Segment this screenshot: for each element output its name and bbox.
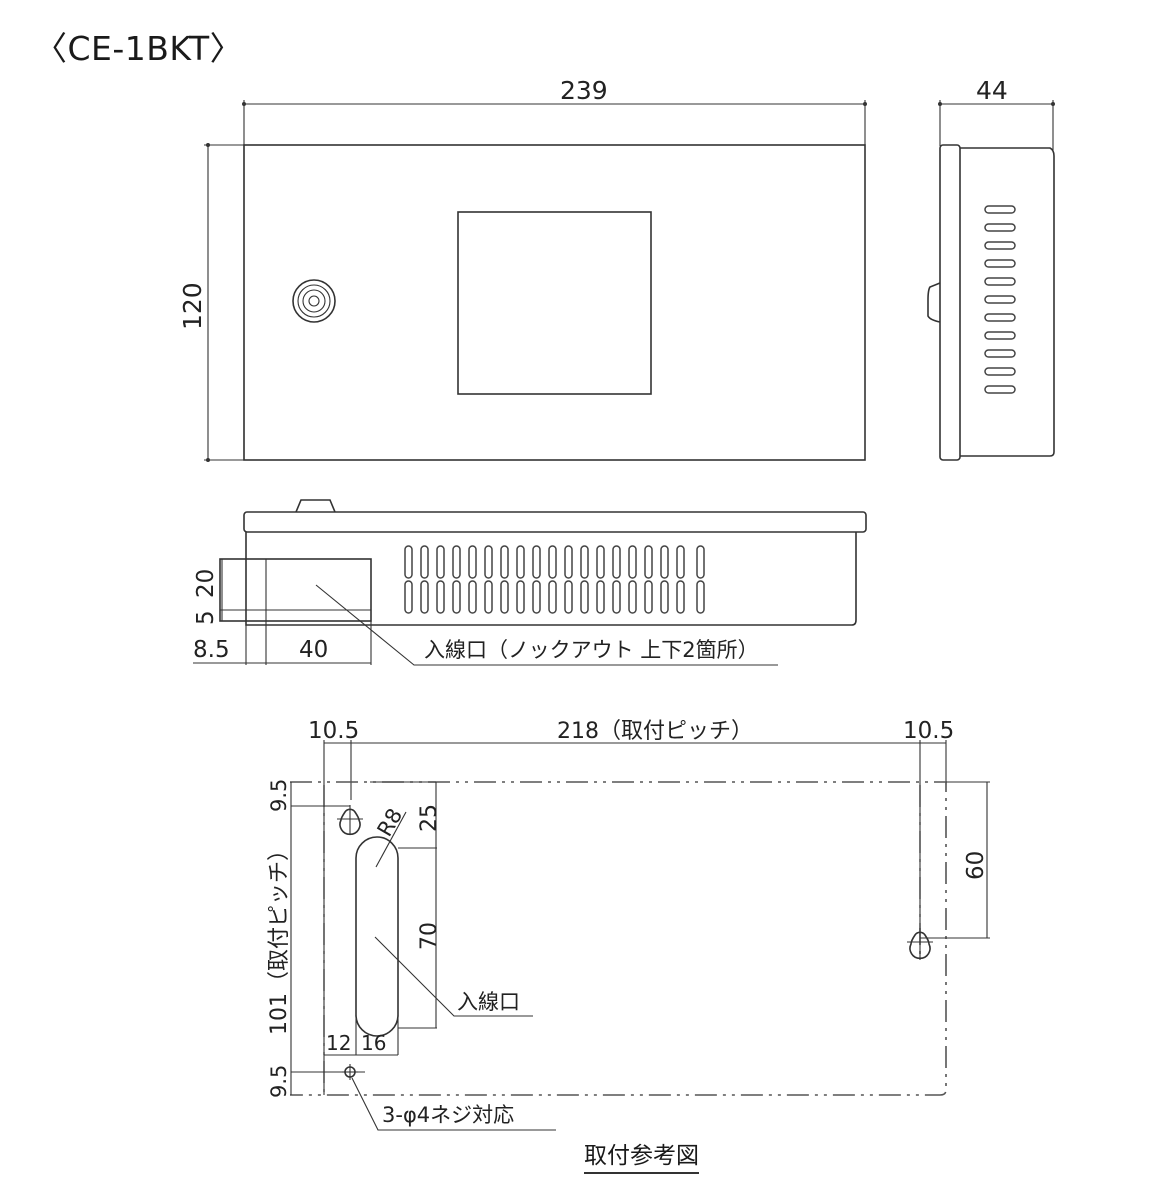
right-margin-label: 10.5 [903, 718, 954, 744]
lock-protrusion [927, 282, 941, 323]
bottom-margin-label: 9.5 [267, 1065, 291, 1098]
screw-leader [351, 1077, 556, 1131]
slot-length-label: 70 [417, 922, 442, 950]
slot-width-label: 16 [361, 1031, 386, 1055]
key-lock-icon [292, 279, 336, 323]
slot-left-offset-label: 12 [326, 1031, 351, 1055]
knockout-leader [315, 584, 778, 666]
bottom-vent-slots [404, 545, 705, 614]
knockout-width-label: 40 [299, 637, 328, 663]
right-hole-drop-label: 60 [963, 851, 989, 880]
lock-top [295, 499, 336, 513]
slot-callout: 入線口 [457, 990, 520, 1014]
slot-radius-label: R8 [373, 804, 408, 840]
left-margin-label: 10.5 [308, 718, 359, 744]
knockout-callout: 入線口（ノックアウト 上下2箇所） [424, 638, 759, 662]
display-window [457, 211, 652, 395]
screw-hole-bottom-icon [342, 1064, 358, 1080]
side-view: 44 [927, 76, 1055, 461]
side-lid [939, 144, 961, 461]
slot-leader [374, 936, 533, 1017]
depth-label: 44 [976, 76, 1008, 105]
model-title: 〈CE-1BKT〉 [34, 29, 244, 68]
keyhole-right-icon [907, 928, 933, 960]
keyhole-top-left-icon [337, 805, 363, 836]
knockout-outline [219, 558, 372, 622]
wiring-slot [355, 836, 399, 1037]
slot-top-offset-label: 25 [417, 804, 442, 832]
bottom-view: 20 5 8.5 40 入線口（ノックアウト 上下2箇所） [193, 499, 867, 666]
horizontal-pitch-label: 218（取付ピッチ） [557, 719, 753, 744]
height-label: 120 [178, 282, 207, 330]
side-vent-slots [984, 205, 1016, 394]
mounting-view: 10.5 218（取付ピッチ） 10.5 9.5 9.5 101（取付ピッチ） … [267, 718, 990, 1131]
top-margin-label: 9.5 [267, 779, 291, 812]
width-label: 239 [560, 76, 608, 105]
screw-callout: 3-φ4ネジ対応 [382, 1103, 514, 1127]
mounting-outline [290, 781, 947, 1096]
bottom-lid [243, 511, 867, 533]
front-view: 239 120 [178, 76, 867, 462]
knockout-height-label: 20 [193, 569, 219, 598]
enclosure-front [243, 144, 866, 461]
left-offset-label: 8.5 [193, 637, 230, 663]
vertical-pitch-label: 101（取付ピッチ） [267, 839, 292, 1035]
knockout-offset-label: 5 [193, 610, 219, 625]
figure-caption: 取付参考図 [584, 1136, 699, 1174]
